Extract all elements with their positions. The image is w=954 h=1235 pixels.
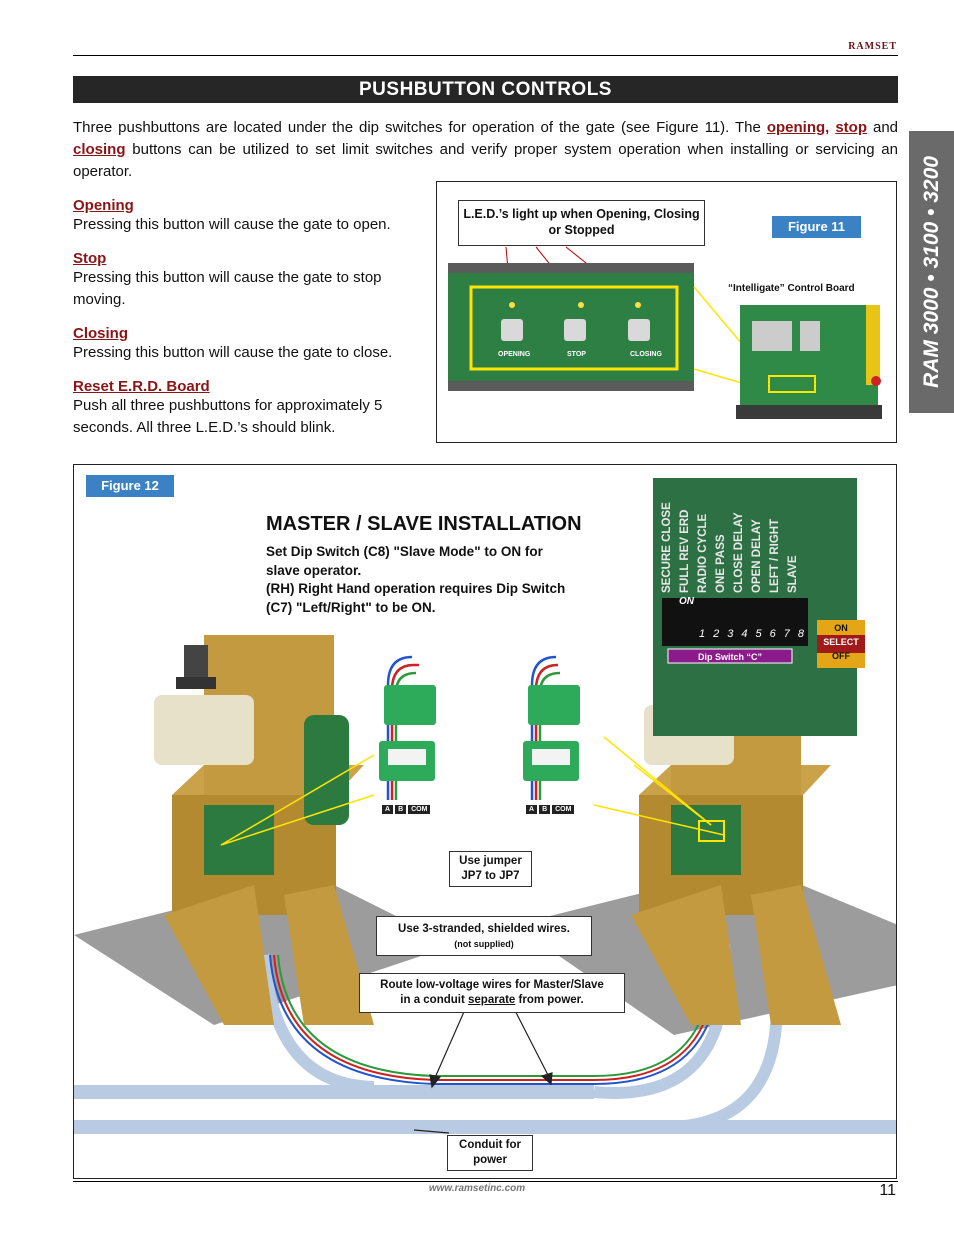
board-full [740,305,878,405]
opening-link[interactable]: opening, [766,119,830,136]
master-slave-instructions: Set Dip Switch (C8) "Slave Mode" to ON f… [266,544,566,615]
route-callout: Route low-voltage wires for Master/Slave… [359,973,625,1013]
on-select-off: ON SELECT OFF [823,623,859,661]
master-terminal [379,655,436,800]
side-tab-text: RAM 3000 • 3100 • 3200 [919,156,943,388]
dip-caption: Dip Switch “C” [697,652,762,662]
conduit-power [74,1120,896,1134]
reset-item: Reset E.R.D. Board Push all three pushbu… [73,378,383,436]
closing-item: Closing Pressing this button will cause … [73,325,393,361]
stop-item: Stop Pressing this button will cause the… [73,250,382,308]
section-banner: PUSHBUTTON CONTROLS [73,76,898,103]
figure-11-label: Figure 11 [772,216,861,238]
figure-12: Figure 12 MASTER / SLAVE INSTALLATION Se… [73,464,897,1179]
btn-label-stop: STOP [567,351,586,358]
side-tab: RAM 3000 • 3100 • 3200 [909,131,954,413]
stop-link[interactable]: stop [835,119,867,136]
opening-item: Opening Pressing this button will cause … [73,197,391,233]
figure-12-art [74,478,896,1134]
dip-labels: SECURE CLOSE FULL REV ERD RADIO CYCLE ON… [661,502,799,593]
led-callout: L.E.D.’s light up when Opening, Closing … [458,200,705,246]
jumper-callout: Use jumper JP7 to JP7 [449,851,532,887]
footer-url[interactable]: www.ramsetinc.com [428,1183,526,1194]
slave-terminal [523,655,580,800]
bottom-rule [73,1181,898,1182]
dip-switch-photo [653,478,865,736]
top-rule [73,55,898,56]
left-pad [74,875,454,1025]
brand-logo: RAMSET [848,41,897,52]
btn-label-closing: CLOSING [630,351,662,358]
board-caption: “Intelligate” Control Board [728,283,855,294]
closing-link[interactable]: closing [73,141,126,158]
conduit-low-voltage [74,1085,594,1099]
button-highlight [469,285,679,371]
intro-paragraph: Three pushbuttons are located under the … [73,119,898,180]
wires-callout: Use 3-stranded, shielded wires. (not sup… [376,916,592,956]
figure-12-label: Figure 12 [86,475,174,497]
master-operator [154,635,374,1025]
figure-11 [436,181,897,443]
conduit-callout: Conduit for power [447,1135,533,1171]
pushbutton-list: Opening Pressing this button will cause … [73,197,433,439]
btn-label-opening: OPENING [498,351,531,358]
figure-11-art: OPENING STOP CLOSING [448,246,882,419]
page-number: 11 [879,1182,896,1199]
master-slave-title: MASTER / SLAVE INSTALLATION [266,513,582,535]
dip-on-label: ON [679,596,694,607]
